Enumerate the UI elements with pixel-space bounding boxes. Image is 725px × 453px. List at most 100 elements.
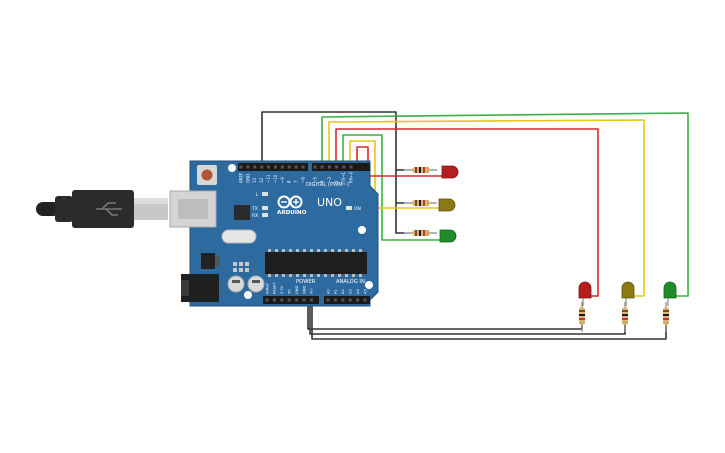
digital-pin-label: ~9 xyxy=(280,177,285,183)
chip-pin xyxy=(338,274,341,277)
chip-pin xyxy=(296,274,299,277)
wire-yellow-outer[interactable] xyxy=(328,119,645,297)
wire-red-outer[interactable] xyxy=(335,128,599,297)
analog-pin-label: A3 xyxy=(349,289,353,294)
analog-pin-label: A2 xyxy=(341,289,345,294)
digital-header-left[interactable] xyxy=(238,163,308,171)
analog-pin-label: A4 xyxy=(356,289,360,294)
power-pin-hole[interactable] xyxy=(280,298,284,302)
chip-pin xyxy=(324,249,327,252)
digital-pin-hole[interactable] xyxy=(260,165,264,169)
chip-pin xyxy=(296,249,299,252)
yellow-led-1[interactable] xyxy=(438,198,456,212)
resistor[interactable] xyxy=(663,302,669,332)
chip-pin xyxy=(324,274,327,277)
capacitor xyxy=(227,275,245,293)
wire-yellow-inner[interactable] xyxy=(349,140,441,209)
analog-pin-hole[interactable] xyxy=(341,298,345,302)
digital-pin-label: 4 xyxy=(320,180,325,183)
chip-pin xyxy=(275,274,278,277)
reset-button-cap xyxy=(201,169,213,181)
digital-pin-hole[interactable] xyxy=(274,165,277,169)
chip-pin xyxy=(359,274,362,277)
led-group-left xyxy=(404,165,459,243)
capacitor xyxy=(247,275,265,293)
resistor[interactable] xyxy=(404,167,437,173)
digital-header-right[interactable] xyxy=(312,163,370,171)
chip-pin xyxy=(275,249,278,252)
digital-pin-hole[interactable] xyxy=(294,165,298,169)
analog-pin-hole[interactable] xyxy=(348,298,352,302)
red-led-1[interactable] xyxy=(441,165,459,179)
analog-pin-hole[interactable] xyxy=(356,298,360,302)
chip-pin xyxy=(268,249,271,252)
wire-black-top[interactable] xyxy=(261,111,405,234)
power-pin-label: Vin xyxy=(310,288,314,294)
chip-pin xyxy=(310,274,313,277)
digital-pin-hole[interactable] xyxy=(239,165,243,169)
resistor[interactable] xyxy=(579,302,585,332)
chip-pin xyxy=(345,249,348,252)
power-pin-label: GND xyxy=(302,286,306,294)
power-pin-hole[interactable] xyxy=(287,298,291,302)
digital-pin-hole[interactable] xyxy=(327,165,331,169)
green-led-2[interactable] xyxy=(663,281,677,306)
resistor[interactable] xyxy=(404,200,437,206)
analog-pin-label: A5 xyxy=(363,289,367,294)
wire-green-outer[interactable] xyxy=(321,112,689,297)
led-group-right xyxy=(578,281,677,332)
analog-label: ANALOG IN xyxy=(336,279,365,285)
chip-pin xyxy=(303,249,306,252)
voltage-regulator-tab xyxy=(215,256,220,266)
usb-logo-icon xyxy=(96,202,122,216)
power-pin-hole[interactable] xyxy=(302,298,306,302)
digital-pin-hole[interactable] xyxy=(320,165,324,169)
chip-pin xyxy=(282,249,285,252)
digital-pin-hole[interactable] xyxy=(313,165,317,169)
power-pin-hole[interactable] xyxy=(295,298,299,302)
analog-pin-hole[interactable] xyxy=(363,298,367,302)
usb-cable[interactable] xyxy=(36,190,168,228)
model-label: UNO xyxy=(317,196,342,209)
digital-pin-hole[interactable] xyxy=(246,165,250,169)
chip-pin xyxy=(352,274,355,277)
chip-pin xyxy=(317,249,320,252)
digital-pin-hole[interactable] xyxy=(335,165,339,169)
arduino-logo-icon xyxy=(277,195,303,209)
crystal-oscillator xyxy=(221,229,257,244)
power-pin-hole[interactable] xyxy=(265,298,269,302)
digital-pin-hole[interactable] xyxy=(253,165,257,169)
analog-pin-hole[interactable] xyxy=(326,298,330,302)
chip-pin xyxy=(338,249,341,252)
analog-header[interactable] xyxy=(324,296,370,304)
green-led-1[interactable] xyxy=(439,229,457,243)
chip-pin xyxy=(303,274,306,277)
digital-pin-hole[interactable] xyxy=(280,165,284,169)
digital-pin-hole[interactable] xyxy=(287,165,291,169)
resistor[interactable] xyxy=(622,302,628,332)
resistor[interactable] xyxy=(404,230,437,236)
chip-pin xyxy=(331,274,334,277)
power-pin-hole[interactable] xyxy=(309,298,313,302)
digital-pin-hole[interactable] xyxy=(301,165,305,169)
power-header[interactable] xyxy=(263,296,319,304)
red-led-2[interactable] xyxy=(578,281,592,306)
digital-pin-hole[interactable] xyxy=(267,165,271,169)
yellow-led-2[interactable] xyxy=(621,281,635,306)
digital-pin-holes xyxy=(239,165,353,169)
digital-pin-hole[interactable] xyxy=(349,165,353,169)
digital-pin-label: TX→1 xyxy=(341,171,346,184)
wire-red-inner[interactable] xyxy=(356,146,444,177)
analog-pin-hole[interactable] xyxy=(333,298,337,302)
power-pin-hole[interactable] xyxy=(272,298,276,302)
wire-green-inner[interactable] xyxy=(342,134,447,241)
l-led xyxy=(262,192,268,196)
digital-pin-hole[interactable] xyxy=(342,165,346,169)
on-label: ON xyxy=(354,206,361,212)
digital-pin-label: ~5 xyxy=(312,177,317,183)
chip-pin xyxy=(352,249,355,252)
